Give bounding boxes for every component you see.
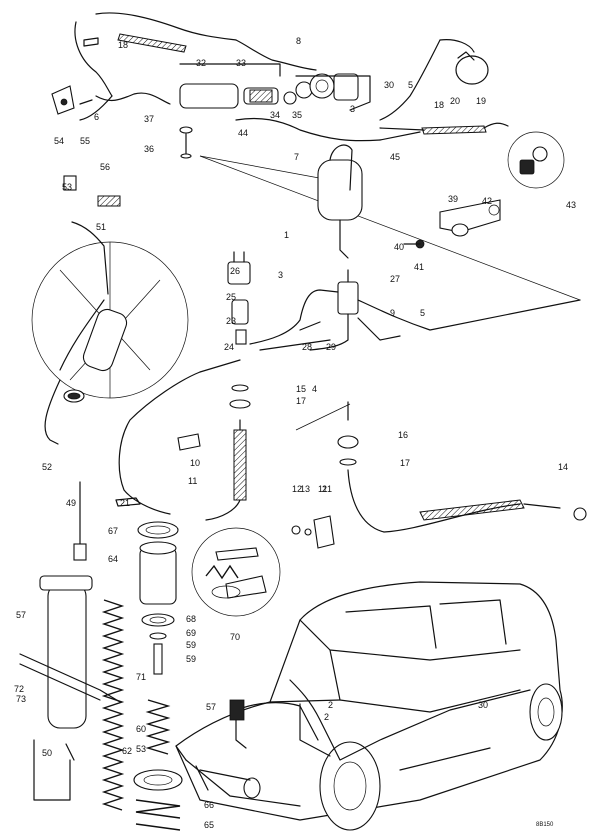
callout-21: 21 [120, 498, 130, 508]
callout-6: 6 [94, 112, 99, 122]
callout-53: 53 [136, 744, 146, 754]
mounting-bracket [403, 199, 501, 249]
callout-56: 56 [100, 162, 110, 172]
callout-65: 65 [204, 820, 214, 830]
callout-53: 53 [62, 182, 72, 192]
callout-13: 13 [300, 484, 310, 494]
callout-36: 36 [144, 144, 154, 154]
callout-68: 68 [186, 614, 196, 624]
callout-10: 10 [190, 458, 200, 468]
pressure-switch-assembly [227, 251, 251, 345]
callout-11: 11 [318, 484, 327, 494]
callout-44: 44 [238, 128, 248, 138]
callout-16: 16 [398, 430, 408, 440]
callout-26: 26 [230, 266, 240, 276]
callout-29: 29 [326, 342, 336, 352]
callout-59: 59 [186, 640, 196, 650]
callout-57: 57 [206, 702, 216, 712]
callout-33: 33 [236, 58, 246, 68]
drum-brake-and-wheel-cylinder [31, 175, 189, 445]
callout-12: 12 [292, 484, 302, 494]
callout-30: 30 [478, 700, 488, 710]
diagram-reference-code: 8B150 [536, 822, 554, 828]
callout-67: 67 [108, 526, 118, 536]
callout-2: 2 [324, 712, 329, 722]
brake-servo-unit [317, 144, 363, 259]
callout-45: 45 [390, 152, 400, 162]
callout-73: 73 [16, 694, 26, 704]
callout-18: 18 [118, 40, 128, 50]
callout-20: 20 [450, 96, 460, 106]
coil-spring [101, 599, 125, 811]
callout-55: 55 [80, 136, 90, 146]
callout-70: 70 [230, 632, 240, 642]
spring-seat-stack [133, 521, 183, 831]
callout-5: 5 [420, 308, 425, 318]
callout-9: 9 [390, 308, 395, 318]
callout-72: 72 [14, 684, 24, 694]
callout-3: 3 [278, 270, 283, 280]
callout-17: 17 [400, 458, 410, 468]
callout-39: 39 [448, 194, 458, 204]
middle-brake-pipe [199, 117, 581, 301]
callout-4: 4 [312, 384, 317, 394]
callout-35: 35 [292, 110, 302, 120]
callout-69: 69 [186, 628, 196, 638]
callout-8: 8 [296, 36, 301, 46]
callout-64: 64 [108, 554, 118, 564]
callout-42: 42 [482, 196, 492, 206]
top-brake-pipe-assembly [74, 12, 509, 135]
callout-5: 5 [408, 80, 413, 90]
callout-43: 43 [566, 200, 576, 210]
callout-11: 11 [188, 476, 197, 486]
callout-14: 14 [558, 462, 568, 472]
callout-27: 27 [390, 274, 400, 284]
shock-absorber-pushrod [73, 481, 87, 561]
callout-19: 19 [476, 96, 486, 106]
callout-25: 25 [226, 292, 236, 302]
callout-24: 24 [224, 342, 234, 352]
callout-7: 7 [294, 152, 299, 162]
callout-57: 57 [16, 610, 26, 620]
callout-54: 54 [54, 136, 64, 146]
callout-60: 60 [136, 724, 146, 734]
wheel-cylinder-cluster [179, 63, 371, 111]
brake-cylinder-body [19, 575, 121, 801]
callout-59: 59 [186, 654, 196, 664]
callout-40: 40 [394, 242, 404, 252]
callout-3: 3 [350, 104, 355, 114]
callout-37: 37 [144, 114, 154, 124]
flexible-hose-left [205, 384, 251, 521]
callout-21: 21 [322, 484, 332, 494]
callout-49: 49 [66, 498, 76, 508]
callout-15: 15 [296, 384, 306, 394]
detail-circle-parts [191, 527, 281, 617]
flexible-hose-right [295, 401, 587, 533]
callout-18: 18 [434, 100, 444, 110]
callout-71: 71 [136, 672, 146, 682]
callout-50: 50 [42, 748, 52, 758]
callout-23: 23 [226, 316, 236, 326]
pipe-clips [115, 433, 335, 549]
callout-2: 2 [328, 700, 333, 710]
callout-34: 34 [270, 110, 280, 120]
callout-1: 1 [284, 230, 289, 240]
callout-66: 66 [204, 800, 214, 810]
callout-17: 17 [296, 396, 306, 406]
left-small-brackets [51, 85, 193, 159]
callout-32: 32 [196, 58, 206, 68]
callout-62: 62 [122, 746, 132, 756]
callout-41: 41 [414, 262, 424, 272]
callout-28: 28 [302, 342, 312, 352]
callout-51: 51 [96, 222, 106, 232]
callout-52: 52 [42, 462, 52, 472]
brake-fitting-detail [507, 131, 565, 189]
callout-30: 30 [384, 80, 394, 90]
vehicle-outline [175, 581, 563, 831]
